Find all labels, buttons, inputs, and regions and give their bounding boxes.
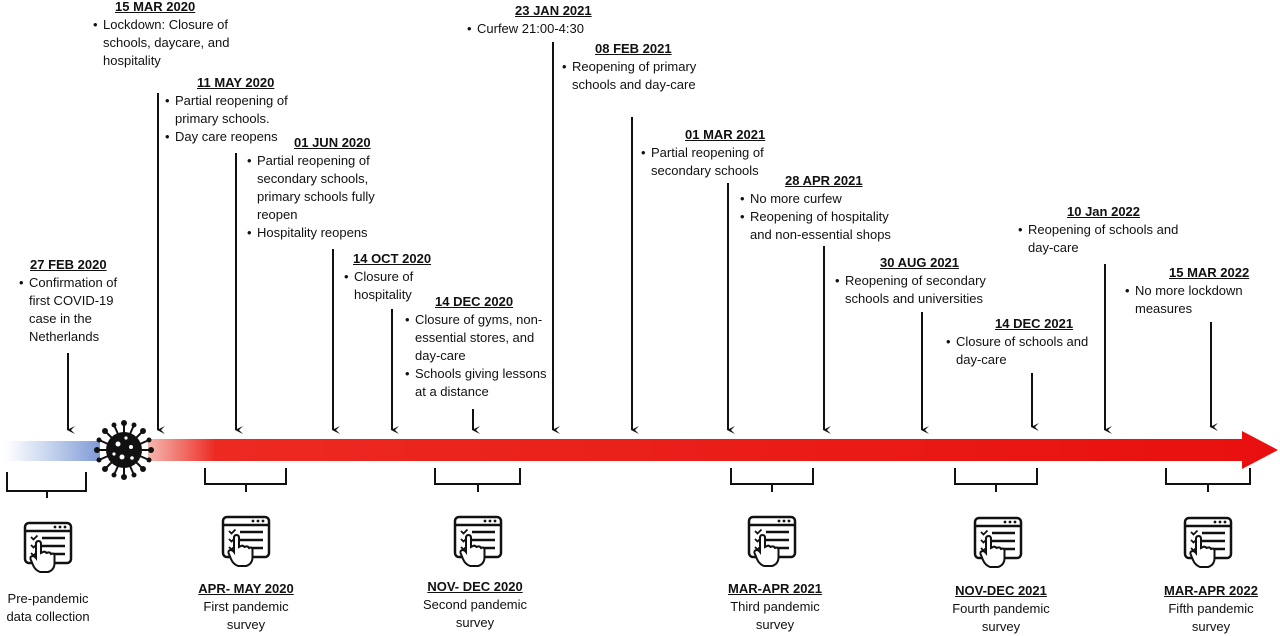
event-item: Hospitality reopens <box>246 224 396 242</box>
brace-prepandemic <box>6 472 87 498</box>
survey-form-hand-icon <box>973 516 1023 568</box>
event-2022-03-15: 15 MAR 2022 No more lockdown measures <box>1124 264 1274 318</box>
event-date: 28 APR 2021 <box>785 173 863 188</box>
survey-line: Pre-pandemic <box>7 591 89 606</box>
event-date: 14 DEC 2020 <box>435 294 514 309</box>
event-date: 15 MAR 2022 <box>1169 265 1250 280</box>
brace-survey-3 <box>730 468 814 492</box>
survey-line: Fifth pandemic <box>1168 601 1254 616</box>
survey-form-hand-icon <box>453 515 503 567</box>
event-item: Reopening of hospitality and non-essenti… <box>739 208 910 244</box>
event-date: 01 MAR 2021 <box>685 127 766 142</box>
event-date: 30 AUG 2021 <box>880 255 960 270</box>
event-item: No more lockdown measures <box>1124 282 1265 318</box>
event-item: Day care reopens <box>164 128 309 146</box>
event-date: 27 FEB 2020 <box>30 257 107 272</box>
survey-line: Fourth pandemic <box>952 601 1050 616</box>
event-date: 14 OCT 2020 <box>353 251 432 266</box>
event-2021-01-23: 23 JAN 2021 Curfew 21:00-4:30 <box>466 2 596 38</box>
event-2020-10-14: 14 OCT 2020 Closure of hospitality <box>343 250 448 304</box>
survey-line: survey <box>1191 619 1231 634</box>
prepandemic-bar <box>5 441 100 461</box>
survey-date: NOV-DEC 2021 <box>955 583 1047 598</box>
brace-survey-5 <box>1165 468 1251 492</box>
survey-label-3: MAR-APR 2021 Third pandemic survey <box>680 580 870 634</box>
survey-label-5: MAR-APR 2022 Fifth pandemic survey <box>1116 582 1280 636</box>
event-item: Lockdown: Closure of schools, daycare, a… <box>92 16 232 70</box>
event-date: 14 DEC 2021 <box>995 316 1074 331</box>
survey-line: Second pandemic <box>422 597 528 612</box>
event-item: Closure of hospitality <box>343 268 434 304</box>
event-date: 08 FEB 2021 <box>595 41 672 56</box>
survey-label-prepandemic: Pre-pandemic data collection <box>0 590 143 626</box>
survey-line: First pandemic <box>203 599 289 614</box>
event-date: 10 Jan 2022 <box>1067 204 1141 219</box>
event-2020-12-14: 14 DEC 2020 Closure of gyms, non-essenti… <box>404 293 554 401</box>
event-2022-01-10: 10 Jan 2022 Reopening of schools and day… <box>1017 203 1192 257</box>
event-2021-04-28: 28 APR 2021 No more curfew Reopening of … <box>739 172 914 244</box>
event-date: 11 MAY 2020 <box>197 75 275 90</box>
survey-label-1: APR- MAY 2020 First pandemic survey <box>151 580 341 634</box>
survey-line: survey <box>455 615 495 630</box>
event-item: Closure of schools and day-care <box>945 333 1106 369</box>
event-date: 01 JUN 2020 <box>294 135 371 150</box>
event-2020-02-27: 27 FEB 2020 Confirmation of first COVID-… <box>18 256 128 346</box>
event-2020-05-11: 11 MAY 2020 Partial reopening of primary… <box>164 74 309 146</box>
event-2021-12-14: 14 DEC 2021 Closure of schools and day-c… <box>945 315 1105 369</box>
event-date: 23 JAN 2021 <box>515 3 592 18</box>
event-item: Confirmation of first COVID-19 case in t… <box>18 274 124 346</box>
pandemic-timeline-arrow <box>148 431 1278 469</box>
survey-line: survey <box>226 617 266 632</box>
event-date: 15 MAR 2020 <box>115 0 196 14</box>
event-item: Reopening of primary schools and day-car… <box>561 58 707 94</box>
survey-date: MAR-APR 2021 <box>728 581 822 596</box>
survey-line: survey <box>755 617 795 632</box>
event-item: Reopening of secondary schools and unive… <box>834 272 1005 308</box>
survey-form-hand-icon <box>23 521 73 573</box>
survey-braces <box>6 468 1251 498</box>
event-item: Partial reopening of secondary schools <box>640 144 786 180</box>
survey-line: survey <box>981 619 1021 634</box>
survey-date: NOV- DEC 2020 <box>427 579 523 594</box>
survey-date: MAR-APR 2022 <box>1164 583 1258 598</box>
event-2021-08-30: 30 AUG 2021 Reopening of secondary schoo… <box>834 254 1004 308</box>
event-item: Closure of gyms, non-essential stores, a… <box>404 311 555 365</box>
event-2021-02-08: 08 FEB 2021 Reopening of primary schools… <box>561 40 706 94</box>
brace-survey-2 <box>434 468 521 492</box>
survey-form-hand-icon <box>747 515 797 567</box>
event-2020-03-15: 15 MAR 2020 Lockdown: Closure of schools… <box>92 0 232 70</box>
survey-label-4: NOV-DEC 2021 Fourth pandemic survey <box>906 582 1096 636</box>
event-item: Partial reopening of secondary schools, … <box>246 152 382 224</box>
event-item: Partial reopening of primary schools. <box>164 92 309 128</box>
event-2021-03-01: 01 MAR 2021 Partial reopening of seconda… <box>640 126 790 180</box>
survey-form-hand-icon <box>221 515 271 567</box>
survey-label-2: NOV- DEC 2020 Second pandemic survey <box>380 578 570 632</box>
event-item: Reopening of schools and day-care <box>1017 221 1198 257</box>
event-item: Schools giving lessons at a distance <box>404 365 555 401</box>
brace-survey-1 <box>204 468 287 492</box>
event-item: Curfew 21:00-4:30 <box>466 20 596 38</box>
survey-date: APR- MAY 2020 <box>198 581 294 596</box>
coronavirus-icon <box>94 420 154 480</box>
event-2020-06-01: 01 JUN 2020 Partial reopening of seconda… <box>246 134 396 242</box>
survey-line: Third pandemic <box>730 599 820 614</box>
event-item: No more curfew <box>739 190 914 208</box>
survey-form-hand-icon <box>1183 516 1233 568</box>
survey-line: data collection <box>6 609 90 624</box>
brace-survey-4 <box>954 468 1038 492</box>
